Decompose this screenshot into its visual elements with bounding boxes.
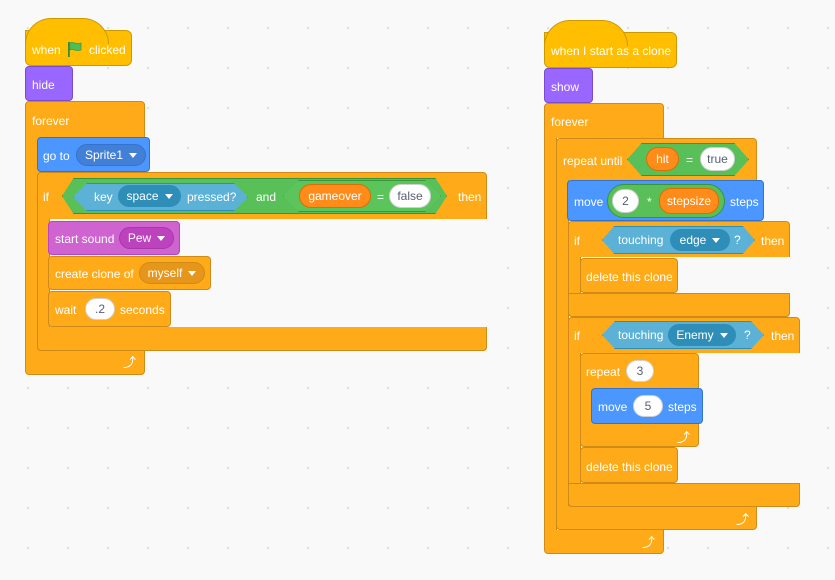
key-label: key	[94, 190, 113, 204]
pressed-label: pressed?	[187, 190, 237, 204]
then-label: then	[458, 190, 482, 204]
if-label: if	[43, 190, 49, 204]
chevron-down-icon	[188, 270, 197, 276]
key-dropdown-value: space	[126, 189, 159, 203]
if-edge-bottom-arm	[568, 293, 790, 317]
repeat-until-label: repeat until	[563, 154, 623, 168]
then-label-2: then	[761, 234, 785, 248]
hide-label: hide	[32, 78, 55, 92]
chevron-down-icon	[164, 193, 173, 199]
chevron-down-icon	[712, 237, 721, 243]
key-dropdown[interactable]: space	[118, 185, 181, 207]
forever-label: forever	[32, 114, 70, 128]
hit-variable-label: hit	[656, 152, 669, 166]
touch-edge-dropdown[interactable]: edge	[670, 229, 730, 251]
when-flag-clicked-block[interactable]: when clicked	[25, 18, 132, 66]
move-value-input[interactable]: 5	[633, 395, 663, 417]
loop-arrow-icon: ⤴	[677, 430, 691, 445]
steps-label-2: steps	[668, 400, 697, 414]
move-value-text: 5	[644, 399, 652, 413]
clone-target-value: myself	[147, 266, 183, 280]
when-clone-label: when I start as a clone	[551, 44, 672, 58]
create-clone-block[interactable]: create clone of myself	[48, 256, 211, 290]
stepsize-variable-label: stepsize	[666, 194, 712, 208]
start-sound-label: start sound	[55, 232, 115, 246]
equals-label: =	[377, 190, 385, 204]
loop-arrow-icon: ⤴	[642, 535, 656, 550]
move-label: move	[574, 195, 604, 209]
go-to-label: go to	[43, 149, 70, 163]
false-value-text: false	[397, 189, 423, 203]
start-sound-block[interactable]: start sound Pew	[48, 221, 180, 255]
move-factor-input[interactable]: 2	[612, 189, 639, 213]
wait-label: wait	[55, 303, 77, 317]
chevron-down-icon	[157, 235, 166, 241]
forever-label-2: forever	[551, 115, 589, 129]
chevron-down-icon	[129, 152, 138, 158]
move-label-2: move	[598, 400, 628, 414]
clicked-label: clicked	[89, 43, 126, 57]
equals-label-2: =	[686, 153, 694, 167]
show-block[interactable]: show	[544, 68, 593, 103]
hit-variable[interactable]: hit	[646, 147, 679, 171]
if-label-3: if	[574, 329, 580, 343]
hat-cap	[25, 18, 109, 44]
create-clone-label: create clone of	[55, 267, 134, 281]
question-label: ?	[734, 233, 741, 247]
hat-cap	[544, 20, 628, 46]
loop-arrow-icon: ⤴	[736, 512, 750, 527]
delete-clone-block-2[interactable]: delete this clone	[580, 447, 678, 483]
when-clone-block[interactable]: when I start as a clone	[544, 20, 677, 68]
and-label: and	[256, 190, 277, 204]
if-label-2: if	[574, 234, 580, 248]
true-value-input[interactable]: true	[700, 147, 735, 171]
delete-clone-label-2: delete this clone	[586, 460, 673, 474]
loop-arrow-icon: ⤴	[123, 355, 137, 370]
multiply-label: *	[647, 195, 652, 209]
move-stepsize-block[interactable]: move 2 * stepsize steps	[567, 180, 764, 221]
repeat-label: repeat	[586, 365, 621, 379]
chevron-down-icon	[719, 332, 728, 338]
if-enemy-bottom-arm	[568, 483, 800, 507]
repeat-value-input[interactable]: 3	[626, 360, 654, 382]
gameover-variable-label: gameover	[308, 189, 362, 203]
wait-value-input[interactable]: .2	[85, 298, 115, 320]
hide-block[interactable]: hide	[25, 66, 73, 101]
then-label-3: then	[771, 329, 795, 343]
gameover-variable[interactable]: gameover	[299, 184, 371, 208]
green-flag-icon	[68, 42, 82, 57]
delete-clone-block-1[interactable]: delete this clone	[580, 258, 678, 293]
move-steps-block[interactable]: move 5 steps	[591, 388, 703, 424]
delete-clone-label-1: delete this clone	[586, 270, 673, 284]
touch-enemy-dropdown[interactable]: Enemy	[668, 324, 736, 346]
wait-value-text: .2	[94, 302, 105, 316]
steps-label: steps	[730, 195, 759, 209]
question-label-2: ?	[744, 328, 751, 342]
touching-label: touching	[618, 233, 664, 247]
show-label: show	[551, 80, 580, 94]
true-value-text: true	[707, 152, 728, 166]
sound-dropdown-value: Pew	[127, 231, 152, 245]
move-factor-text: 2	[622, 194, 629, 208]
go-to-target-value: Sprite1	[84, 148, 124, 162]
wait-block[interactable]: wait .2 seconds	[48, 291, 171, 327]
seconds-label: seconds	[120, 303, 165, 317]
when-label: when	[32, 43, 61, 57]
touching-label-2: touching	[618, 328, 664, 342]
sound-dropdown[interactable]: Pew	[119, 227, 174, 249]
stepsize-variable[interactable]: stepsize	[659, 188, 719, 214]
clone-target-dropdown[interactable]: myself	[139, 262, 205, 284]
repeat-value-text: 3	[636, 364, 644, 378]
touch-enemy-value: Enemy	[676, 328, 714, 342]
touch-edge-value: edge	[679, 233, 707, 247]
if-bottom-arm	[37, 327, 487, 351]
go-to-block[interactable]: go to Sprite1	[37, 137, 150, 172]
go-to-target-dropdown[interactable]: Sprite1	[76, 144, 146, 166]
false-value-input[interactable]: false	[389, 184, 431, 208]
